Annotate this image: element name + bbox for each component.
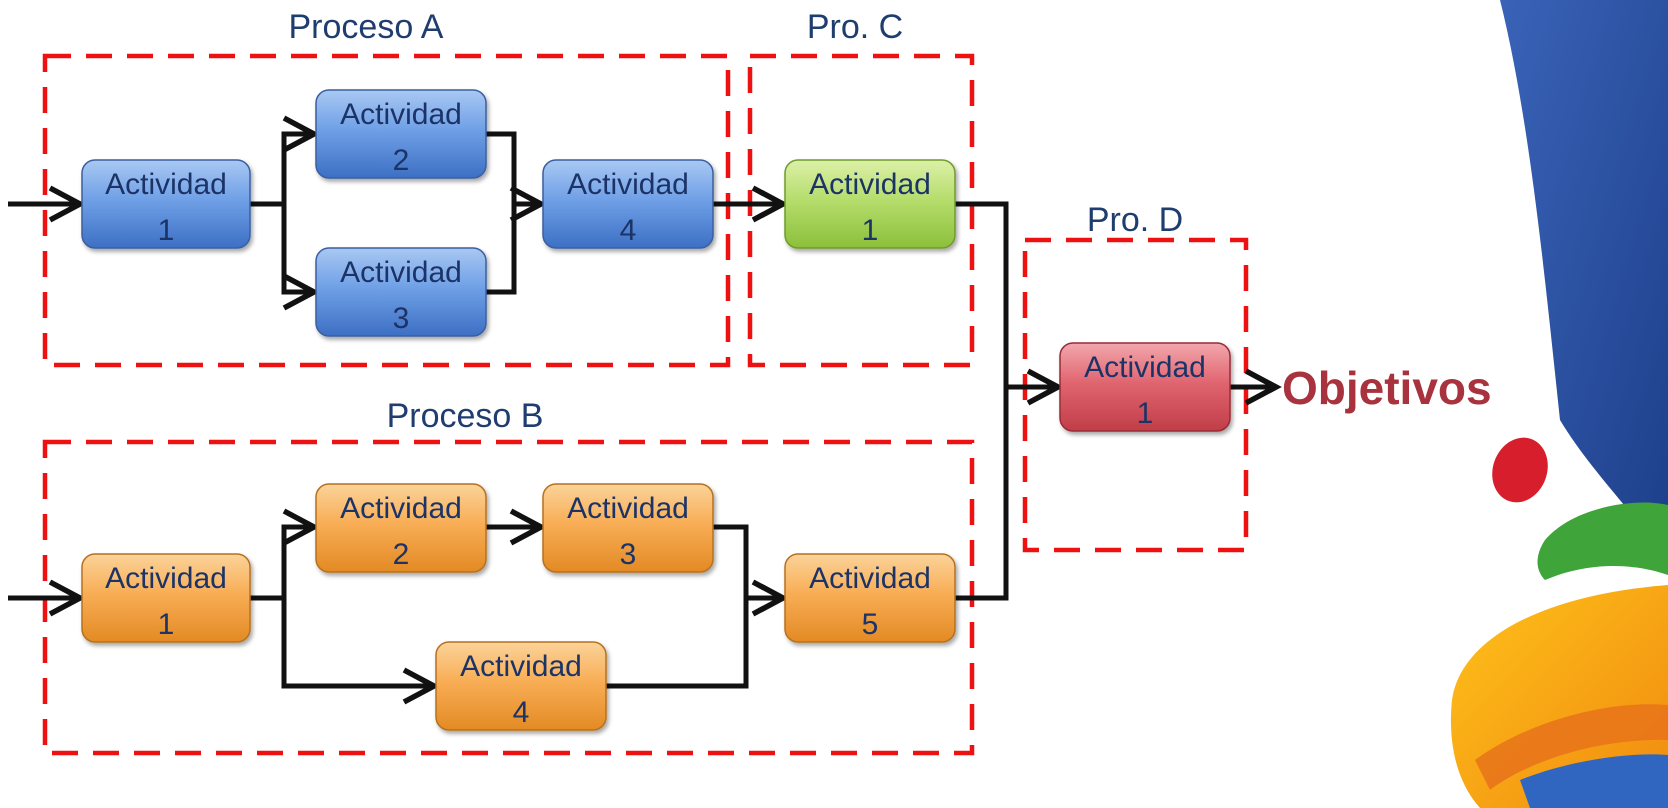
activity-node-d1: Actividad 1 [1059, 342, 1231, 432]
activity-number: 1 [862, 214, 879, 247]
activity-number: 3 [620, 538, 637, 571]
connector-a2-a4 [486, 131, 547, 223]
activity-node-b2: Actividad 2 [315, 483, 487, 573]
activity-node-a1: Actividad 1 [81, 159, 251, 249]
activity-number: 4 [513, 696, 530, 729]
connector-a1-a2 [250, 115, 320, 207]
group-label-proceso-b: Proceso B [387, 397, 544, 435]
activity-number: 1 [1137, 397, 1154, 430]
group-box-proceso-a [42, 53, 731, 368]
activity-number: 2 [393, 538, 410, 571]
activity-node-b5: Actividad 5 [784, 553, 956, 643]
group-label-pro-d: Pro. D [1087, 201, 1183, 239]
activity-label: Actividad [105, 168, 227, 201]
connector-c1-d1 [955, 201, 1064, 406]
connector-b4-b5 [606, 598, 749, 689]
connector-b1-b4 [281, 598, 440, 705]
activity-node-a2: Actividad 2 [315, 89, 487, 179]
goal-label: Objetivos [1282, 362, 1492, 414]
activity-label: Actividad [809, 562, 931, 595]
connector-b3-b5 [713, 524, 789, 617]
connector-a1-a3 [281, 204, 320, 311]
group-box-pro-c [747, 53, 975, 368]
activity-label: Actividad [340, 256, 462, 289]
activity-label: Actividad [460, 650, 582, 683]
connector-b1-b2 [250, 508, 320, 601]
activity-node-a3: Actividad 3 [315, 247, 487, 337]
activity-number: 2 [393, 144, 410, 177]
activity-label: Actividad [105, 562, 227, 595]
group-label-proceso-a: Proceso A [289, 8, 444, 46]
activity-node-b1: Actividad 1 [81, 553, 251, 643]
activity-node-b4: Actividad 4 [435, 641, 607, 731]
activity-label: Actividad [340, 98, 462, 131]
group-label-pro-c: Pro. C [807, 8, 903, 46]
activity-number: 3 [393, 302, 410, 335]
connector-b5-d1 [955, 387, 1009, 601]
activity-number: 4 [620, 214, 637, 247]
activity-number: 5 [862, 608, 879, 641]
activity-node-b3: Actividad 3 [542, 483, 714, 573]
activity-label: Actividad [809, 168, 931, 201]
activity-node-c1: Actividad 1 [784, 159, 956, 249]
activity-number: 1 [158, 608, 175, 641]
activity-label: Actividad [567, 168, 689, 201]
activity-number: 1 [158, 214, 175, 247]
activity-label: Actividad [567, 492, 689, 525]
activity-label: Actividad [340, 492, 462, 525]
connectors [8, 115, 1282, 705]
activity-label: Actividad [1084, 351, 1206, 384]
connector-a3-a4 [486, 204, 517, 295]
activity-node-a4: Actividad 4 [542, 159, 714, 249]
decorative-logo [1450, 0, 1668, 808]
